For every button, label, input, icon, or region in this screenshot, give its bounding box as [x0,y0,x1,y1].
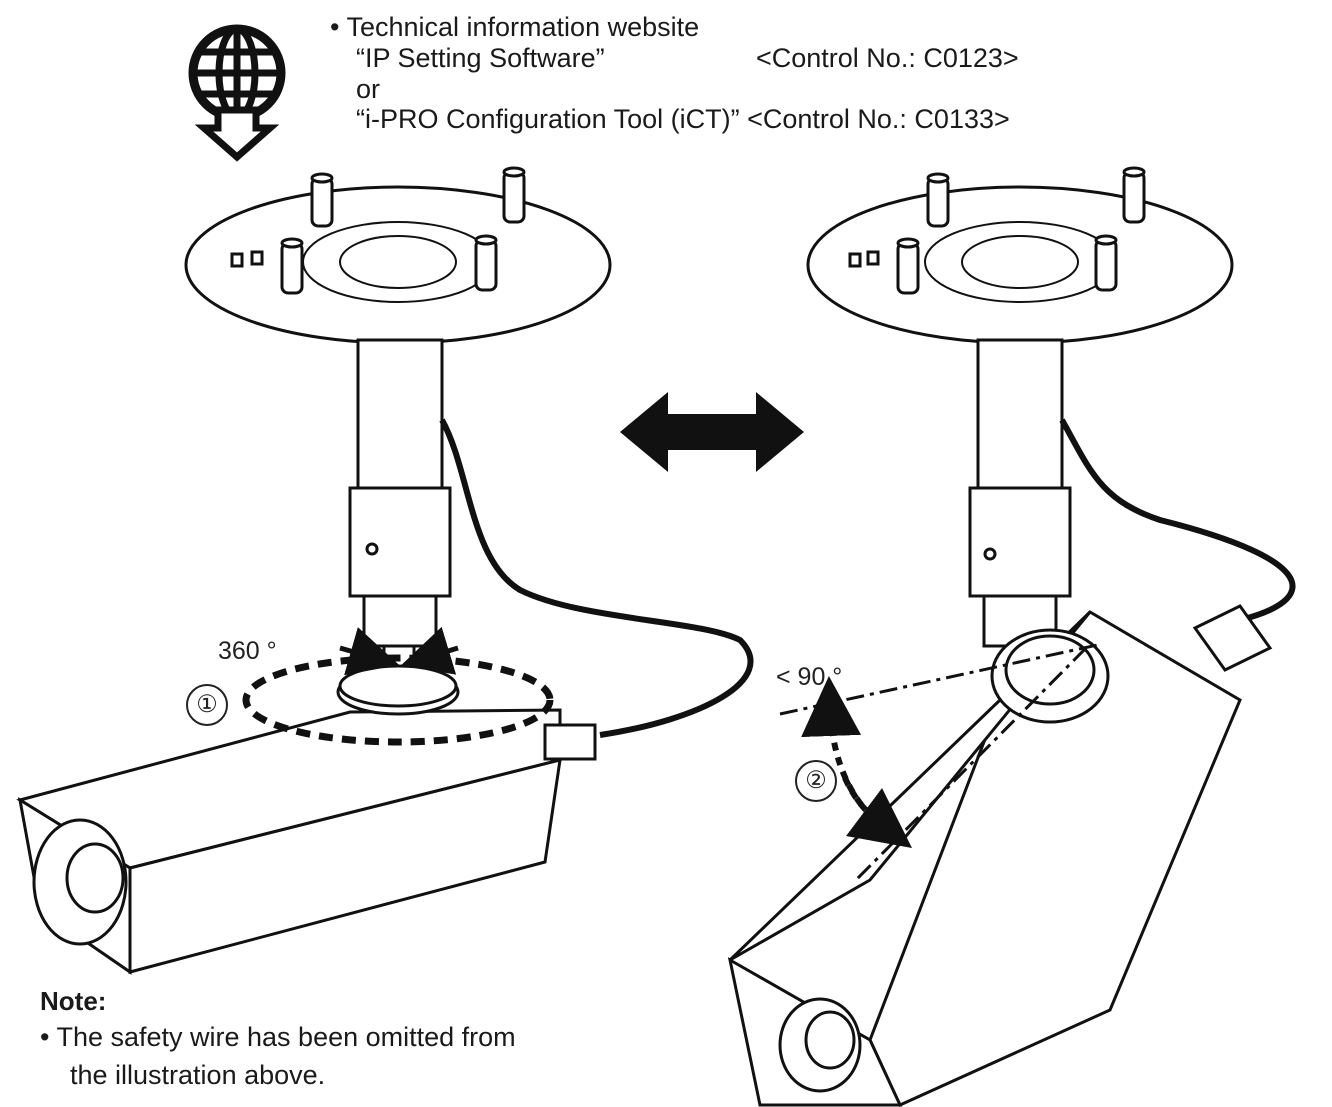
note-line-2: the illustration above. [70,1060,326,1090]
note-title: Note: [40,986,107,1016]
ict-tool-label: “i-PRO Configuration Tool (iCT)” <Contro… [356,104,1010,134]
left-pinch-arrow [339,627,400,676]
info-heading: Technical information website [330,12,699,42]
right-pinch-arrow [401,626,459,675]
horizontal-reference-line [779,642,1103,716]
tilt-angle-label: < 90 ° [776,663,843,691]
note-line-1: The safety wire has been omitted from [40,1022,515,1052]
rotation-angle-label: 360 ° [218,637,277,665]
step-2-marker: ② [795,760,837,802]
ip-setting-software-label: “IP Setting Software” [356,43,605,73]
step-1-marker: ① [186,684,228,726]
double-arrow-icon [620,392,804,472]
globe-download-icon [188,24,286,162]
tilt-angle-arrow [801,676,884,829]
or-label: or [356,74,381,104]
left-camera-illustration [16,166,754,975]
right-camera-illustration [727,166,1296,1107]
control-number-c0123: <Control No.: C0123> [756,43,1019,73]
